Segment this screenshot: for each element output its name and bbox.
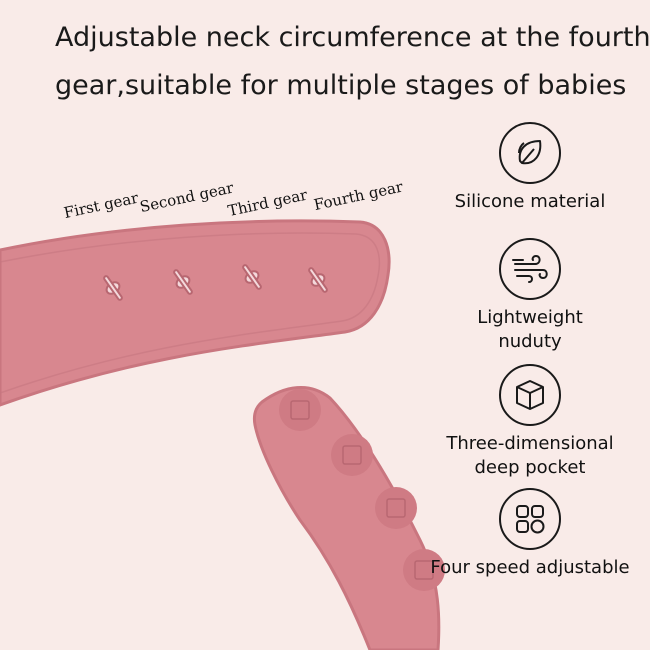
grid-icon [499, 488, 561, 550]
feature-silicone: Silicone material [420, 122, 640, 214]
snap-buttons [279, 389, 445, 591]
bib-strap [0, 219, 391, 407]
gear-holes [103, 264, 328, 301]
feature-four-speed: Four speed adjustable [420, 488, 640, 580]
gear-hole-2 [173, 269, 193, 295]
feature-label: Lightweight nuduty [477, 307, 583, 352]
gear-hole-3 [242, 264, 262, 290]
wind-icon [499, 238, 561, 300]
snap-button-1 [279, 389, 321, 431]
headline-line-2: gear,suitable for multiple stages of bab… [55, 70, 627, 101]
gear-hole-4 [308, 267, 328, 293]
feature-pocket: Three-dimensional deep pocket [420, 364, 640, 480]
headline: Adjustable neck circumference at the fou… [55, 14, 650, 110]
leaf-icon [499, 122, 561, 184]
gear-hole-1 [103, 275, 123, 301]
feature-lightweight: Lightweight nuduty [420, 238, 640, 354]
feature-label: Four speed adjustable [430, 557, 630, 578]
cube-icon [499, 364, 561, 426]
feature-label: Silicone material [454, 191, 606, 212]
snap-button-2 [331, 434, 373, 476]
feature-label: Three-dimensional deep pocket [446, 433, 614, 478]
snap-button-4 [403, 549, 445, 591]
headline-line-1: Adjustable neck circumference at the fou… [55, 22, 650, 53]
snap-button-3 [375, 487, 417, 529]
